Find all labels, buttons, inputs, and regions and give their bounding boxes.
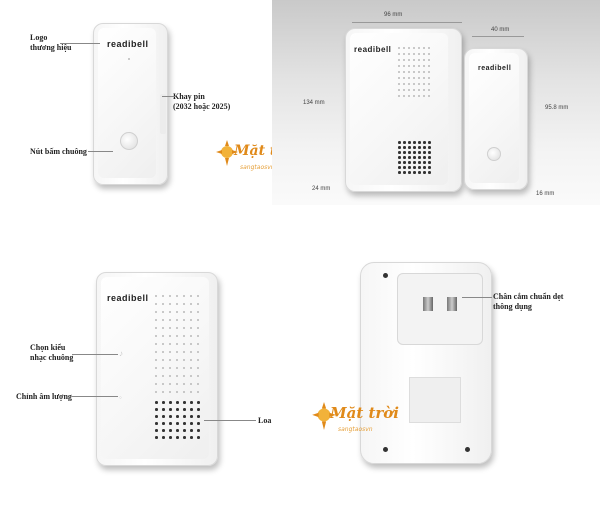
battery-tray xyxy=(160,94,166,134)
receiver-front-logo: readibell xyxy=(107,293,149,303)
receiver-logo: readibell xyxy=(354,45,392,54)
ringtone-button[interactable]: ♪ xyxy=(119,349,123,358)
sun-icon xyxy=(216,140,238,166)
receiver-back-device xyxy=(360,262,492,464)
bell-button[interactable] xyxy=(120,132,138,150)
receiver-device: readibell xyxy=(345,28,462,192)
plug-pin-right xyxy=(447,297,457,311)
front-speaker-dot-grid xyxy=(155,401,204,443)
plug-label: Chân cắm chuẩn dẹt thông dụng xyxy=(493,292,564,311)
volume-button[interactable]: ◦ xyxy=(119,393,122,402)
dimension-photo: readibell readibell 96 mm 134 mm xyxy=(272,0,600,205)
speaker-label: Loa xyxy=(258,416,272,425)
volume-label: Chỉnh âm lượng xyxy=(16,392,72,401)
back-label-panel xyxy=(409,377,461,423)
top-dot-grid xyxy=(398,47,433,101)
plug-plate xyxy=(397,273,483,345)
sun-icon xyxy=(312,402,336,430)
battery-tray-label: Khay pin (2032 hoặc 2025) xyxy=(173,92,231,111)
receiver-front-device: readibell ♪ ◦ xyxy=(96,272,218,466)
plug-pin-left xyxy=(423,297,433,311)
speaker-dot-grid xyxy=(398,141,433,176)
small-transmitter-device: readibell xyxy=(464,48,528,190)
brand-logo: readibell xyxy=(107,39,149,49)
bell-button-label: Nút bấm chuông xyxy=(30,147,87,156)
logo-label: Logo thương hiệu xyxy=(30,33,72,52)
transmitter-device: readibell xyxy=(93,23,168,185)
watermark-subtitle: sangtaosvn xyxy=(240,164,275,171)
front-top-dot-grid xyxy=(155,295,204,399)
ringtone-label: Chọn kiểu nhạc chuông xyxy=(30,343,74,362)
